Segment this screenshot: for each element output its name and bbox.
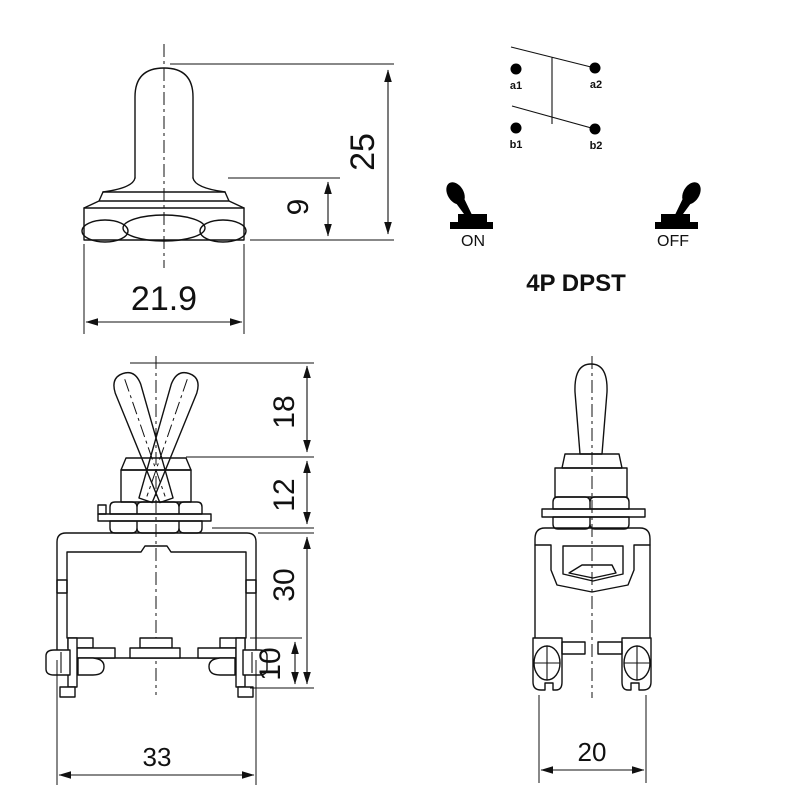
hex-nut-facet-left [81, 219, 129, 243]
toggle-on-base [450, 214, 493, 229]
schematic-contact-lines [510, 46, 596, 130]
front-bushing-height-label: 12 [268, 478, 301, 511]
terminal-label-a2: a2 [590, 79, 602, 91]
boot-width-label: 21.9 [131, 280, 197, 318]
toggle-lever-on-icon [446, 182, 493, 229]
front-lock-washer [97, 513, 212, 522]
front-wire-lug-right [208, 657, 236, 676]
toggle-lever-off-icon [655, 182, 701, 229]
off-label: OFF [657, 233, 689, 250]
front-wire-lug-left [77, 657, 105, 676]
boot-skirt-lines [83, 191, 245, 209]
hex-nut-facet-right [199, 219, 247, 243]
front-wall-rib-left [56, 579, 68, 594]
boot-hex-band [83, 207, 245, 241]
side-hex-nut-lower [552, 516, 630, 530]
terminal-dot-a1 [510, 63, 522, 75]
terminal-dot-b2 [589, 123, 601, 135]
side-lock-washer [541, 508, 646, 518]
front-body-height-label: 30 [268, 568, 301, 601]
front-terminal-right [197, 637, 268, 698]
boot-flare-left [102, 177, 136, 193]
side-body-outline [534, 527, 651, 639]
terminal-label-a1: a1 [510, 80, 522, 92]
hex-nut-facet-middle [122, 214, 206, 242]
front-hex-nut-upper [109, 501, 203, 515]
side-lug-left [532, 637, 563, 691]
front-foot-left [59, 686, 76, 698]
side-lever [574, 363, 608, 455]
front-body-outline [56, 532, 257, 659]
side-lug-right [621, 637, 652, 691]
side-screw-cross-left [534, 646, 560, 680]
toggle-off-base [655, 214, 698, 229]
front-screw-head-right [242, 649, 268, 676]
boot-flare-right [192, 177, 226, 193]
front-washer-tab [97, 504, 107, 515]
switch-type-label: 4P DPST [526, 270, 626, 297]
front-wall-rib-right [245, 579, 257, 594]
terminal-dot-b1 [510, 122, 522, 134]
side-hex-nut-upper [552, 496, 630, 510]
side-recess-inner [562, 545, 624, 582]
boot-cap-view: 21.9 25 9 [81, 44, 394, 334]
terminal-label-b2: b2 [590, 140, 603, 152]
front-terminal-left [45, 637, 116, 698]
front-foot-right [237, 686, 254, 698]
height25-extension-lines [170, 63, 394, 241]
front-body-inner-lines [66, 545, 247, 639]
front-width-extension-lines [56, 660, 257, 785]
front-lever-height-label: 18 [268, 395, 301, 428]
front-terminal-middle [129, 637, 181, 659]
front-terminal-height-label: 10 [254, 647, 287, 680]
side-width-extension-lines [538, 695, 647, 783]
switch-side-view: 20 [532, 356, 652, 783]
switch-front-view: 18 12 30 10 33 [45, 356, 314, 785]
front-extension-lines [130, 362, 314, 689]
boot-total-height-label: 25 [344, 133, 382, 171]
front-lever-right [138, 371, 199, 504]
front-width-label: 33 [143, 742, 172, 772]
width-extension-lines [83, 244, 245, 334]
side-screw-cross-right [624, 646, 650, 680]
front-lever-left [113, 371, 174, 504]
terminal-dot-a2 [589, 62, 601, 74]
side-width-label: 20 [578, 737, 607, 767]
side-terminal-section-left [561, 641, 586, 655]
boot-stem-outline [134, 67, 194, 179]
dpst-schematic: a1 a2 b1 b2 ON OFF 4P DPST [446, 46, 701, 297]
front-screw-head-left [45, 649, 71, 676]
side-recess-chevron [568, 564, 617, 579]
terminal-label-b1: b1 [510, 139, 523, 151]
boot-base-height-label: 9 [282, 199, 315, 216]
on-label: ON [461, 233, 485, 250]
side-terminal-section-right [597, 641, 623, 655]
side-recess-outer [534, 544, 651, 593]
side-bushing [554, 467, 628, 498]
